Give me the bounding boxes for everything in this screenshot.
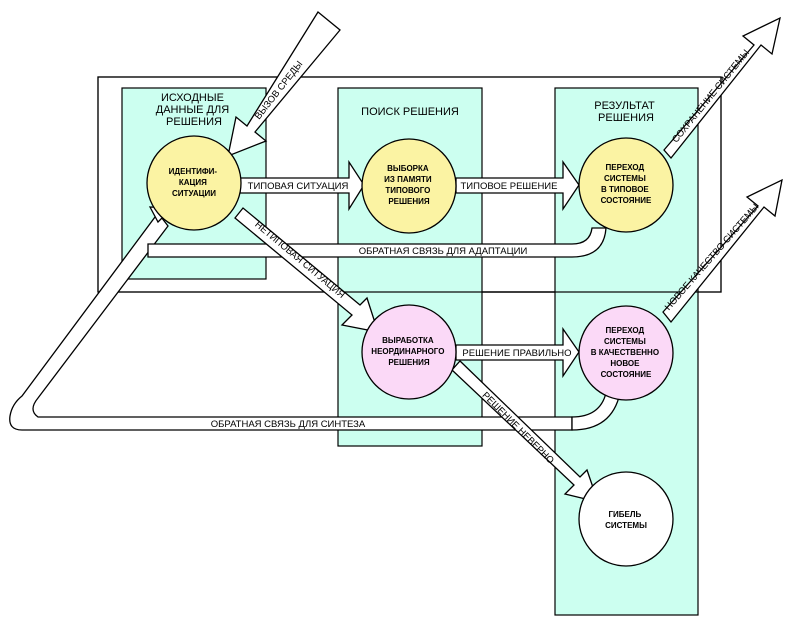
- label-synthesis-feedback: ОБРАТНАЯ СВЯЗЬ ДЛЯ СИНТЕЗА: [211, 419, 366, 430]
- node-identification: [146, 135, 242, 231]
- atypical-situation-arrow: [234, 207, 379, 333]
- node-typical-transition: [578, 137, 674, 233]
- label-solution-correct: РЕШЕНИЕ ПРАВИЛЬНО: [462, 348, 571, 359]
- node-memory-sample-text: ВЫБОРКА ИЗ ПАМЯТИ ТИПОВОГО РЕШЕНИЯ: [384, 164, 434, 206]
- node-novel-solution-text: ВЫРАБОТКА НЕОРДИНАРНОГО РЕШЕНИЯ: [371, 336, 446, 367]
- node-memory-sample: [361, 138, 457, 234]
- solution-correct-arrow: [455, 326, 580, 379]
- node-system-death-text: ГИБЕЛЬ СИСТЕМЫ: [605, 510, 647, 530]
- label-typical-solution: ТИПОВОЕ РЕШЕНИЕ: [461, 181, 558, 192]
- typical-solution-arrow: [455, 159, 580, 212]
- label-typical-situation: ТИПОВАЯ СИТУАЦИЯ: [248, 181, 349, 192]
- column-result-header: РЕЗУЛЬТАТ РЕШЕНИЯ: [594, 100, 658, 124]
- label-atypical-situation: НЕТИПОВАЯ СИТУАЦИЯ: [252, 219, 346, 301]
- new-quality-arrow: [662, 178, 783, 324]
- system-preservation-arrow: [663, 16, 781, 160]
- node-quality-transition: [578, 305, 674, 401]
- environment-challenge-arrow: [227, 11, 341, 158]
- node-system-death: [578, 471, 674, 567]
- synthesis-feedback-arrow: [9, 211, 573, 431]
- node-quality-transition-text: ПЕРЕХОД СИСТЕМЫ В КАЧЕСТВЕННО НОВОЕ СОСТ…: [591, 326, 662, 379]
- label-adaptation-feedback: ОБРАТНАЯ СВЯЗЬ ДЛЯ АДАПТАЦИИ: [359, 246, 528, 257]
- column-initial-header: ИСХОДНЫЕ ДАННЫЕ ДЛЯ РЕШЕНИЯ: [156, 92, 232, 128]
- node-novel-solution: [361, 304, 457, 400]
- typical-situation-arrow: [239, 159, 365, 212]
- node-typical-transition-text: ПЕРЕХОД СИСТЕМЫ В ТИПОВОЕ СОСТОЯНИЕ: [601, 163, 652, 205]
- node-identification-text: ИДЕНТИФИ- КАЦИЯ СИТУАЦИИ: [169, 167, 220, 198]
- column-search-header: ПОИСК РЕШЕНИЯ: [361, 106, 459, 118]
